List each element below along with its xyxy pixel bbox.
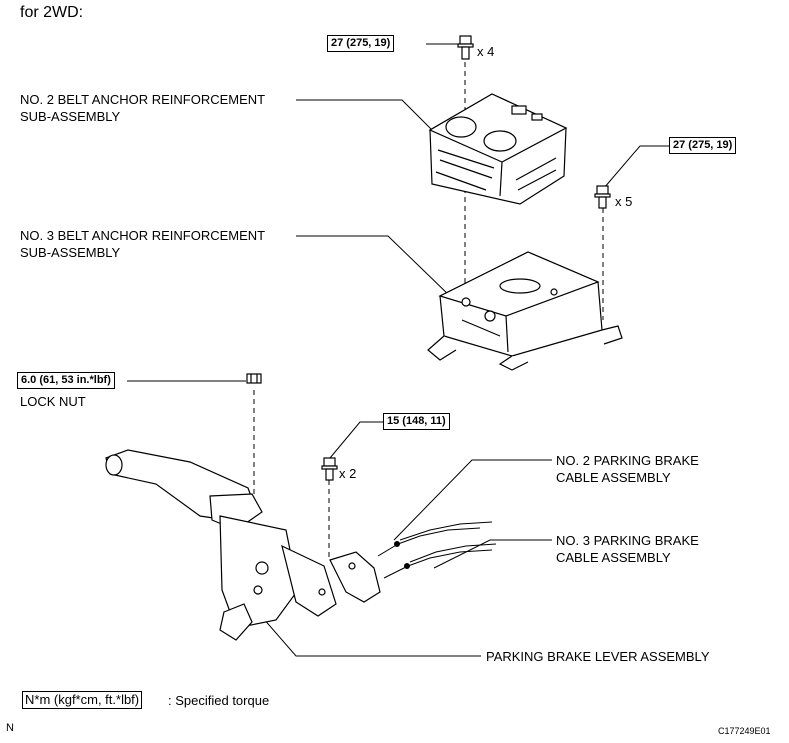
legend-description: : Specified torque	[168, 693, 270, 708]
qty-top-bolt: x 4	[477, 44, 495, 59]
torque-right-bolt: 27 (275, 19)	[669, 137, 737, 154]
bolt-top	[457, 35, 474, 60]
label-belt-anchor-3-line1: NO. 3 BELT ANCHOR REINFORCEMENT	[20, 228, 266, 243]
leader-cable-2	[393, 459, 552, 541]
brake-lever-part	[105, 449, 381, 641]
leader-right-bolt	[603, 145, 669, 189]
label-brake-lever: PARKING BRAKE LEVER ASSEMBLY	[486, 649, 710, 664]
label-belt-anchor-2-line1: NO. 2 BELT ANCHOR REINFORCEMENT	[20, 92, 266, 107]
leader-belt-anchor-2	[296, 99, 449, 147]
qty-lever-bolt: x 2	[339, 466, 357, 481]
label-cable-3-line1: NO. 3 PARKING BRAKE	[556, 533, 699, 548]
torque-top-bolt: 27 (275, 19)	[327, 35, 395, 52]
leader-belt-anchor-3	[296, 235, 453, 299]
leader-lever	[255, 609, 481, 657]
page-title: for 2WD:	[20, 4, 84, 21]
label-cable-2-line1: NO. 2 PARKING BRAKE	[556, 453, 699, 468]
lock-nut-part	[246, 373, 262, 384]
leader-lever-bolt	[329, 421, 383, 459]
label-lock-nut: LOCK NUT	[20, 394, 86, 409]
bolt-lever	[321, 457, 338, 481]
brake-cables	[377, 521, 497, 579]
label-cable-3-line2: CABLE ASSEMBLY	[556, 550, 671, 565]
footer-left-mark: N	[6, 722, 14, 734]
figure-code: C177249E01	[718, 726, 771, 736]
label-belt-anchor-2-line2: SUB-ASSEMBLY	[20, 109, 121, 124]
belt-anchor-3-part	[427, 251, 623, 371]
label-belt-anchor-3-line2: SUB-ASSEMBLY	[20, 245, 121, 260]
bolt-right	[594, 185, 611, 209]
legend-unit-box: N*m (kgf*cm, ft.*lbf)	[22, 691, 143, 709]
torque-lock-nut: 6.0 (61, 53 in.*lbf)	[17, 372, 115, 389]
qty-right-bolt: x 5	[615, 194, 633, 209]
label-cable-2-line2: CABLE ASSEMBLY	[556, 470, 671, 485]
belt-anchor-2-part	[428, 93, 568, 205]
torque-lever-bolt: 15 (148, 11)	[383, 413, 450, 430]
leader-cable-3	[433, 539, 552, 569]
